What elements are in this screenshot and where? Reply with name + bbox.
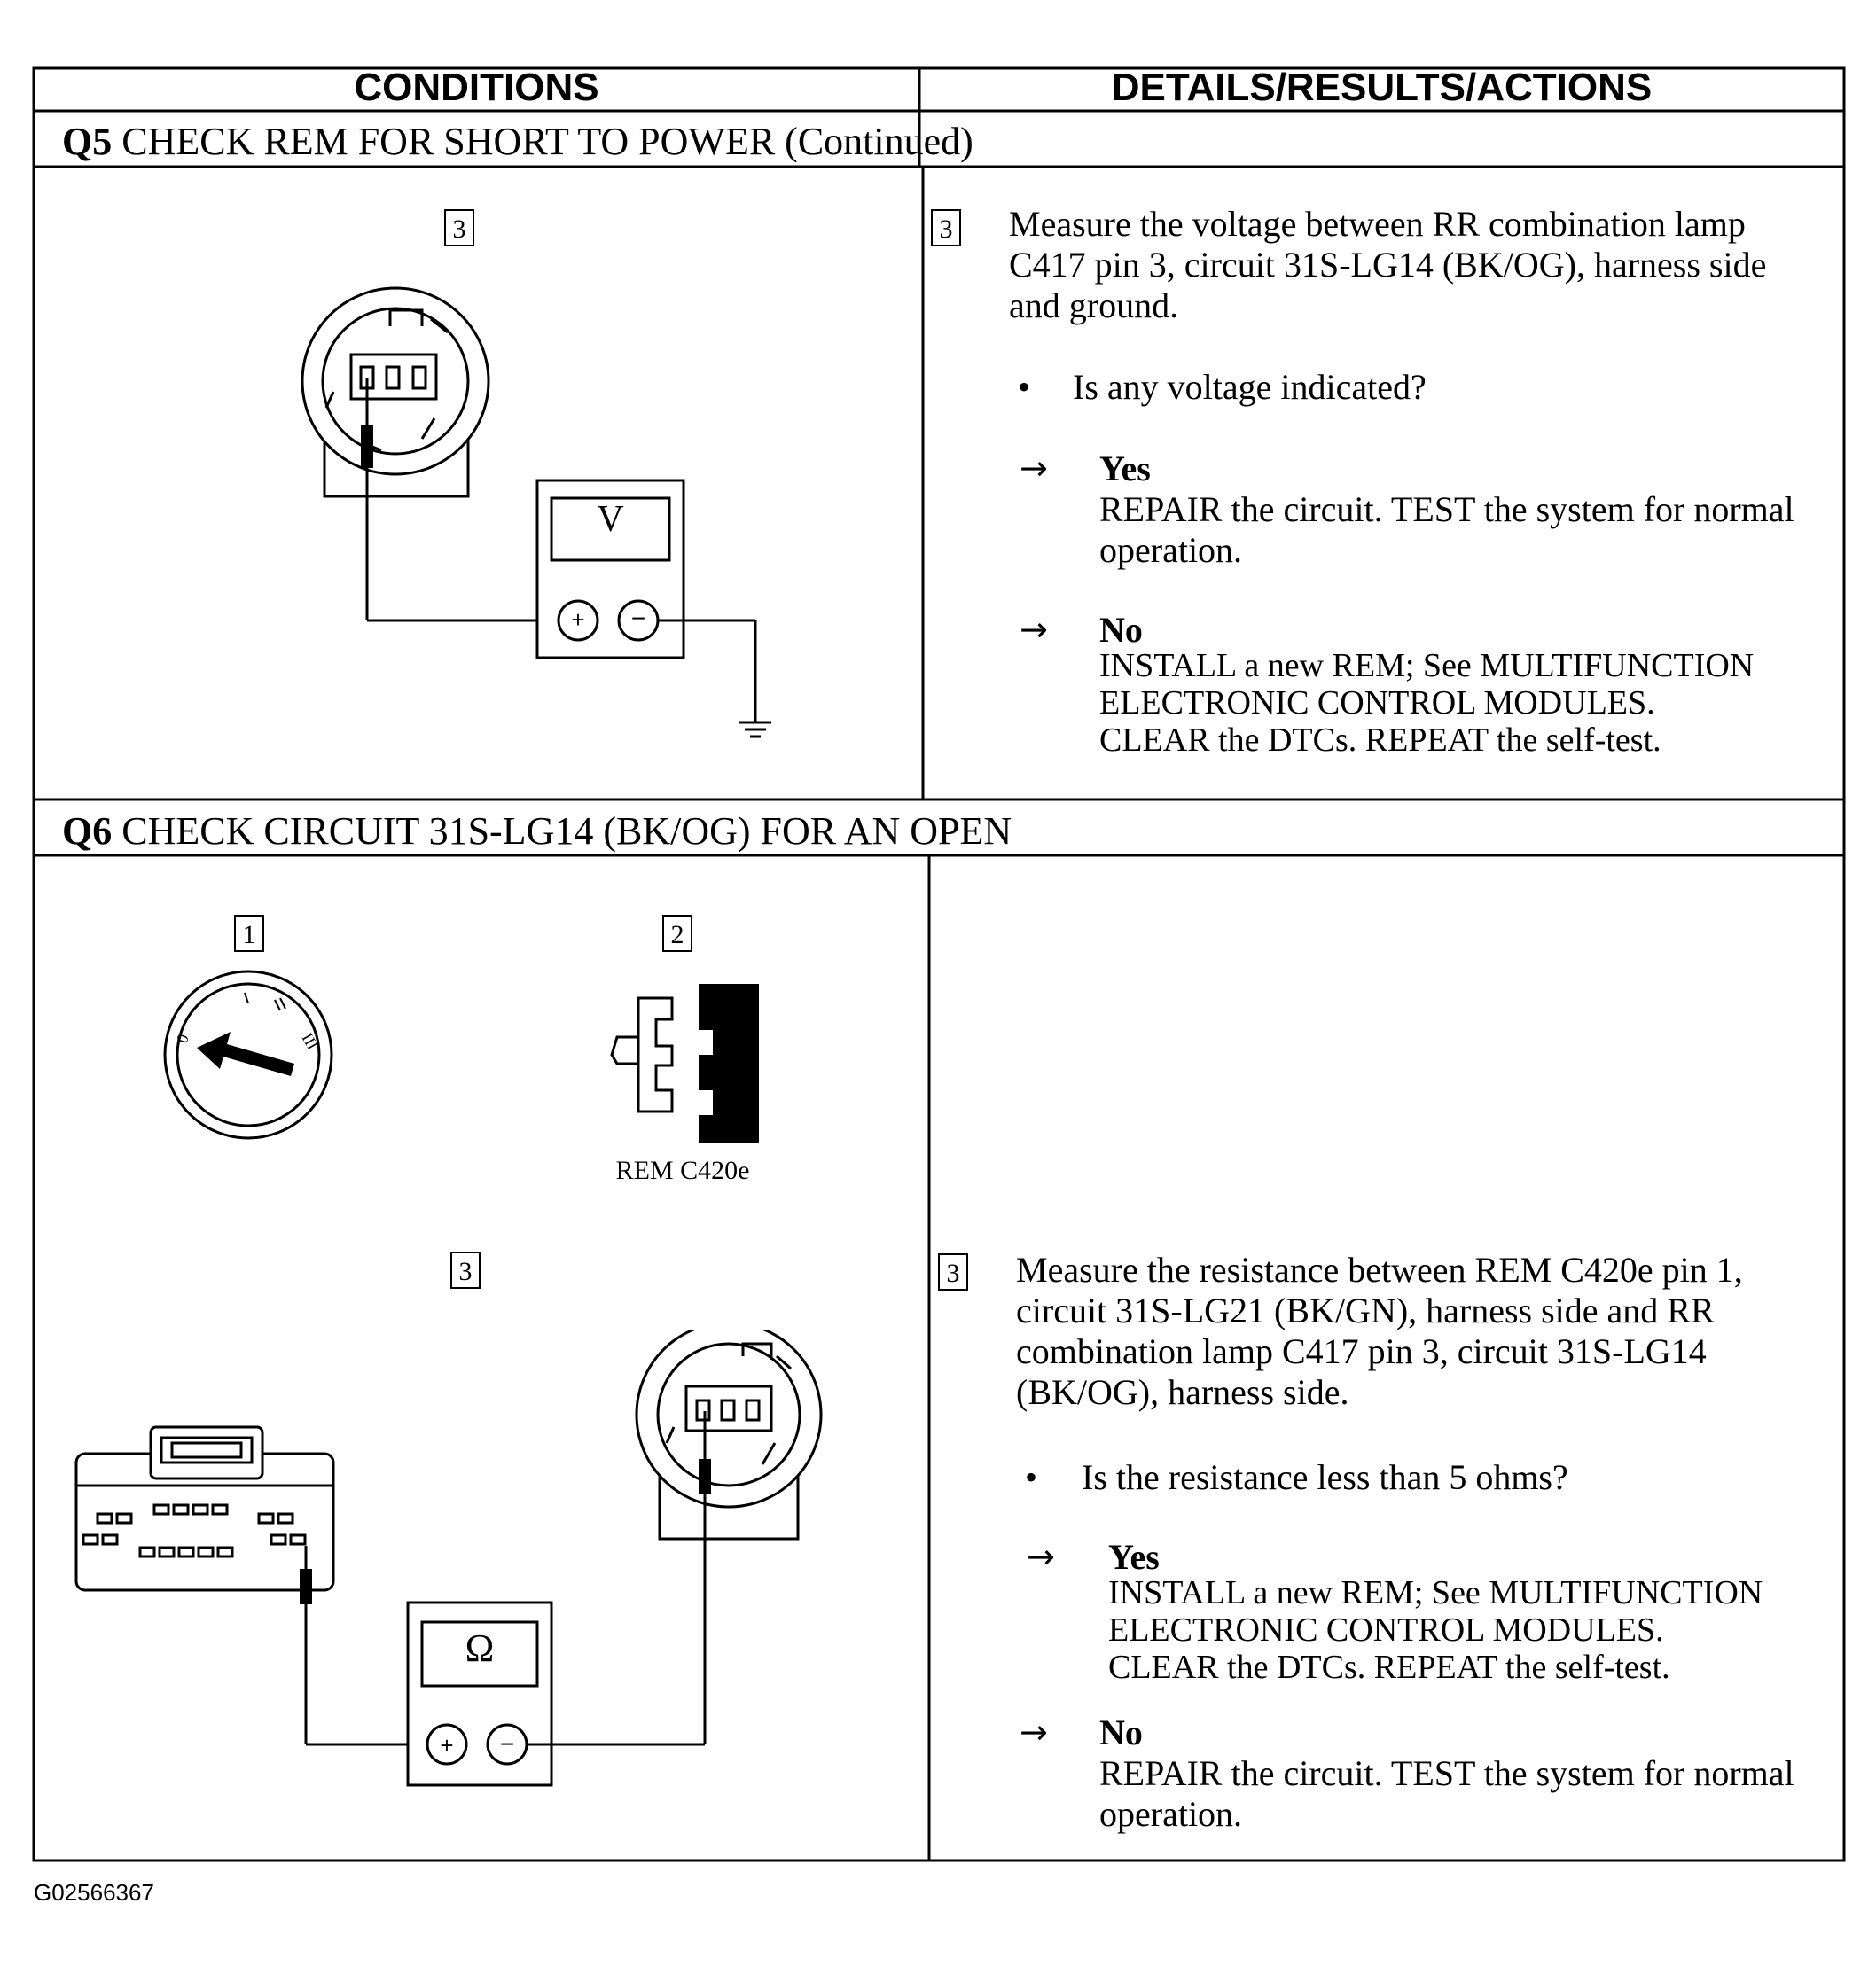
q6-plus-terminal: + bbox=[440, 1732, 454, 1759]
q5-no-label: No bbox=[1099, 610, 1143, 650]
q5-plus-terminal: + bbox=[571, 606, 585, 633]
q6-step3-box-left: 3 bbox=[450, 1252, 481, 1289]
q6-step2-box: 2 bbox=[662, 915, 692, 952]
q6-instruction: Measure the resistance between REM C420e… bbox=[1016, 1250, 1743, 1412]
q5-no-action-line1: INSTALL a new REM; See MULTIFUNCTION bbox=[1099, 647, 1755, 684]
connector-disconnect-icon bbox=[610, 984, 759, 1143]
q5-step-box-right: 3 bbox=[931, 209, 961, 246]
q6-no-label: No bbox=[1099, 1712, 1143, 1752]
figure-id: G02566367 bbox=[34, 1879, 154, 1906]
q6-yes-action-line3: CLEAR the DTCs. REPEAT the self-test. bbox=[1108, 1649, 1670, 1686]
q6-step3-box-right: 3 bbox=[938, 1253, 968, 1291]
q6-title: CHECK CIRCUIT 31S-LG14 (BK/OG) FOR AN OP… bbox=[121, 809, 1012, 853]
q6-section-title: Q6 CHECK CIRCUIT 31S-LG14 (BK/OG) FOR AN… bbox=[62, 808, 1012, 854]
conditions-header: CONDITIONS bbox=[354, 66, 599, 109]
q6-no-arrow-icon: → bbox=[1020, 1712, 1048, 1751]
q5-number: Q5 bbox=[62, 120, 113, 163]
q5-bullet: • bbox=[1018, 367, 1031, 407]
q5-minus-terminal: − bbox=[630, 605, 646, 632]
q6-yes-action-line2: ELECTRONIC CONTROL MODULES. bbox=[1108, 1611, 1664, 1649]
q6-yes-action-line1: INSTALL a new REM; See MULTIFUNCTION bbox=[1108, 1574, 1763, 1611]
q5-meter-label: V bbox=[597, 499, 624, 540]
q5-section-title: Q5 CHECK REM FOR SHORT TO POWER (Continu… bbox=[62, 119, 973, 164]
q6-no-action: REPAIR the circuit. TEST the system for … bbox=[1099, 1753, 1794, 1834]
q6-yes-label: Yes bbox=[1108, 1537, 1160, 1577]
connector-label: REM C420e bbox=[615, 1156, 750, 1185]
q5-yes-action: REPAIR the circuit. TEST the system for … bbox=[1099, 489, 1794, 570]
q6-ohmmeter-diagram bbox=[74, 1330, 823, 1787]
q6-step1-box: 1 bbox=[234, 915, 264, 952]
q6-minus-terminal: − bbox=[499, 1730, 515, 1758]
ignition-switch-icon: 0 III bbox=[163, 970, 333, 1140]
svg-text:0: 0 bbox=[173, 1032, 192, 1045]
q5-no-arrow-icon: → bbox=[1020, 610, 1048, 649]
q6-question: Is the resistance less than 5 ohms? bbox=[1082, 1457, 1568, 1497]
q5-yes-arrow-icon: → bbox=[1020, 449, 1048, 488]
q5-step-box-left: 3 bbox=[444, 209, 474, 246]
q5-no-action-line2: ELECTRONIC CONTROL MODULES. bbox=[1099, 684, 1655, 722]
q5-question: Is any voltage indicated? bbox=[1073, 367, 1427, 407]
q5-instruction: Measure the voltage between RR combinati… bbox=[1009, 204, 1767, 325]
details-header: DETAILS/RESULTS/ACTIONS bbox=[1111, 66, 1653, 109]
q5-voltmeter-diagram bbox=[301, 286, 771, 738]
q5-title: CHECK REM FOR SHORT TO POWER (Continued) bbox=[121, 120, 973, 163]
q5-no-action-line3: CLEAR the DTCs. REPEAT the self-test. bbox=[1099, 722, 1661, 759]
q6-number: Q6 bbox=[62, 809, 113, 853]
q6-yes-arrow-icon: → bbox=[1027, 1537, 1055, 1576]
q6-meter-label: Ω bbox=[465, 1627, 495, 1670]
q5-yes-label: Yes bbox=[1099, 449, 1151, 488]
q6-bullet: • bbox=[1025, 1457, 1038, 1497]
